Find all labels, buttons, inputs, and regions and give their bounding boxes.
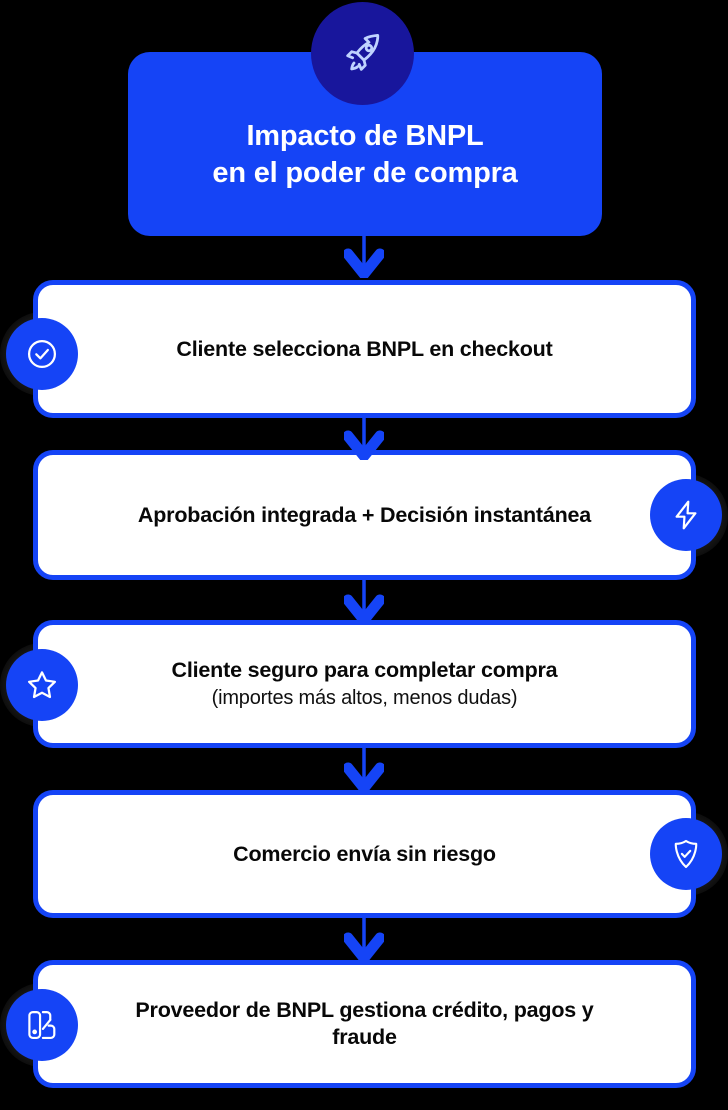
step-title: Cliente seguro para completar compra: [171, 657, 558, 682]
step-title: Comercio envía sin riesgo: [233, 841, 496, 866]
connector-arrow-2: [344, 414, 384, 460]
rocket-icon: [311, 2, 414, 105]
connector-arrow-1: [344, 232, 384, 278]
page-title: Impacto de BNPL en el poder de compra: [212, 119, 518, 189]
step-title: Proveedor de BNPL gestiona crédito, pago…: [135, 998, 594, 1049]
step-card-3[interactable]: Cliente seguro para completar compra (im…: [33, 620, 696, 748]
step-card-5[interactable]: Proveedor de BNPL gestiona crédito, pago…: [33, 960, 696, 1088]
step-card-4[interactable]: Comercio envía sin riesgo: [33, 790, 696, 918]
connector-arrow-3: [344, 578, 384, 624]
check-circle-icon[interactable]: [6, 318, 78, 390]
star-icon[interactable]: [6, 649, 78, 721]
step-subtitle: (importes más altos, menos dudas): [211, 687, 518, 710]
connector-arrow-4: [344, 746, 384, 792]
step-title: Aprobación integrada + Decisión instantá…: [137, 502, 592, 527]
step-card-1[interactable]: Cliente selecciona BNPL en checkout: [33, 280, 696, 418]
step-card-2[interactable]: Aprobación integrada + Decisión instantá…: [33, 450, 696, 580]
connector-arrow-5: [344, 916, 384, 962]
lightning-bolt-icon[interactable]: [650, 479, 722, 551]
step-title: Cliente selecciona BNPL en checkout: [176, 336, 553, 361]
shield-check-icon[interactable]: [650, 818, 722, 890]
cards-wallet-icon[interactable]: [6, 989, 78, 1061]
